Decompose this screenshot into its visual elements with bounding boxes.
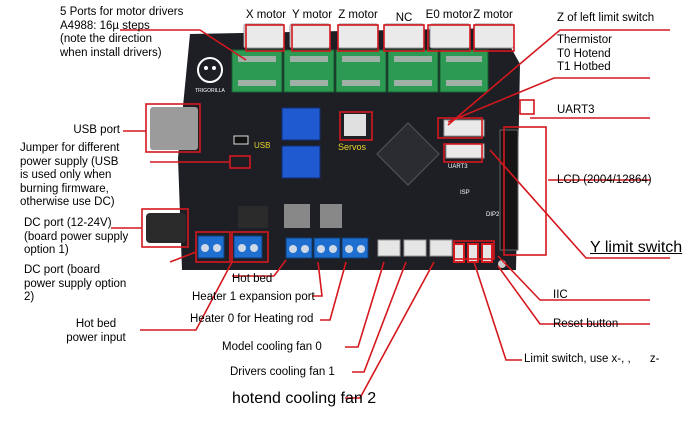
reset-label: Reset button — [553, 318, 619, 330]
lcd-label: LCD (2004/12864) — [557, 174, 652, 186]
e0-motor-label: E0 motor — [425, 9, 473, 21]
hot-bed-input-label: Hot bed power input — [66, 318, 126, 344]
heater0-label: Heater 0 for Heating rod — [190, 313, 314, 325]
hot-bed-label: Hot bed — [232, 273, 273, 285]
fan-connectors — [377, 239, 453, 257]
servos-silk: Servos — [338, 142, 367, 152]
uart3-label: UART3 — [557, 104, 595, 116]
y-motor-label: Y motor — [291, 9, 333, 21]
dip2-silk: DIP2 — [486, 212, 500, 218]
hotend-fan-label: hotend cooling fan 2 — [232, 390, 377, 407]
controller-board: TRIGORILLA USB Servos UART3 ISP DIP2 — [178, 23, 520, 270]
limit-switch-connectors — [453, 243, 493, 263]
mcu-chip — [376, 122, 440, 186]
usb-silk: USB — [254, 141, 270, 150]
thermistor-label: Thermistor T0 Hotend T1 Hotbed — [557, 34, 612, 73]
nc-label: NC — [395, 12, 413, 24]
dc-jack — [146, 213, 186, 243]
thermistor-header — [443, 119, 485, 137]
y-limit-label: Y limit switch — [590, 239, 683, 256]
dc-port-2-label: DC port (board power supply option 2) — [24, 264, 127, 303]
uart3-silk: UART3 — [448, 164, 468, 170]
model-fan-label: Model cooling fan 0 — [222, 341, 322, 353]
power-terminals — [197, 235, 369, 259]
jumper — [233, 135, 249, 145]
isp-silk: ISP — [460, 190, 470, 196]
z-motor-label-1: Z motor — [338, 9, 378, 21]
x-motor-label: X motor — [245, 9, 287, 21]
z-motor-label-2: Z motor — [473, 9, 513, 21]
usb-port — [150, 107, 198, 150]
motor-ports-label: 5 Ports for motor drivers A4988: 16µ ste… — [60, 6, 184, 59]
usb-port-label: USB port — [73, 124, 120, 136]
limit-switch-label: Limit switch, use x-, , z- — [524, 353, 660, 365]
iic-label: IIC — [553, 289, 568, 301]
trigorilla-logo: TRIGORILLA — [195, 57, 226, 94]
drivers-fan-label: Drivers cooling fan 1 — [230, 366, 335, 378]
heater1-label: Heater 1 expansion port — [192, 291, 315, 303]
dc-port-1-label: DC port (12-24V) (board power supply opt… — [24, 217, 129, 256]
blue-capacitors — [281, 107, 321, 179]
servos-header: Servos — [338, 114, 367, 152]
brand-silk: TRIGORILLA — [195, 88, 225, 94]
z-left-limit-label: Z of left limit switch — [557, 12, 655, 24]
jumper-label: Jumper for different power supply (USB i… — [20, 142, 120, 208]
